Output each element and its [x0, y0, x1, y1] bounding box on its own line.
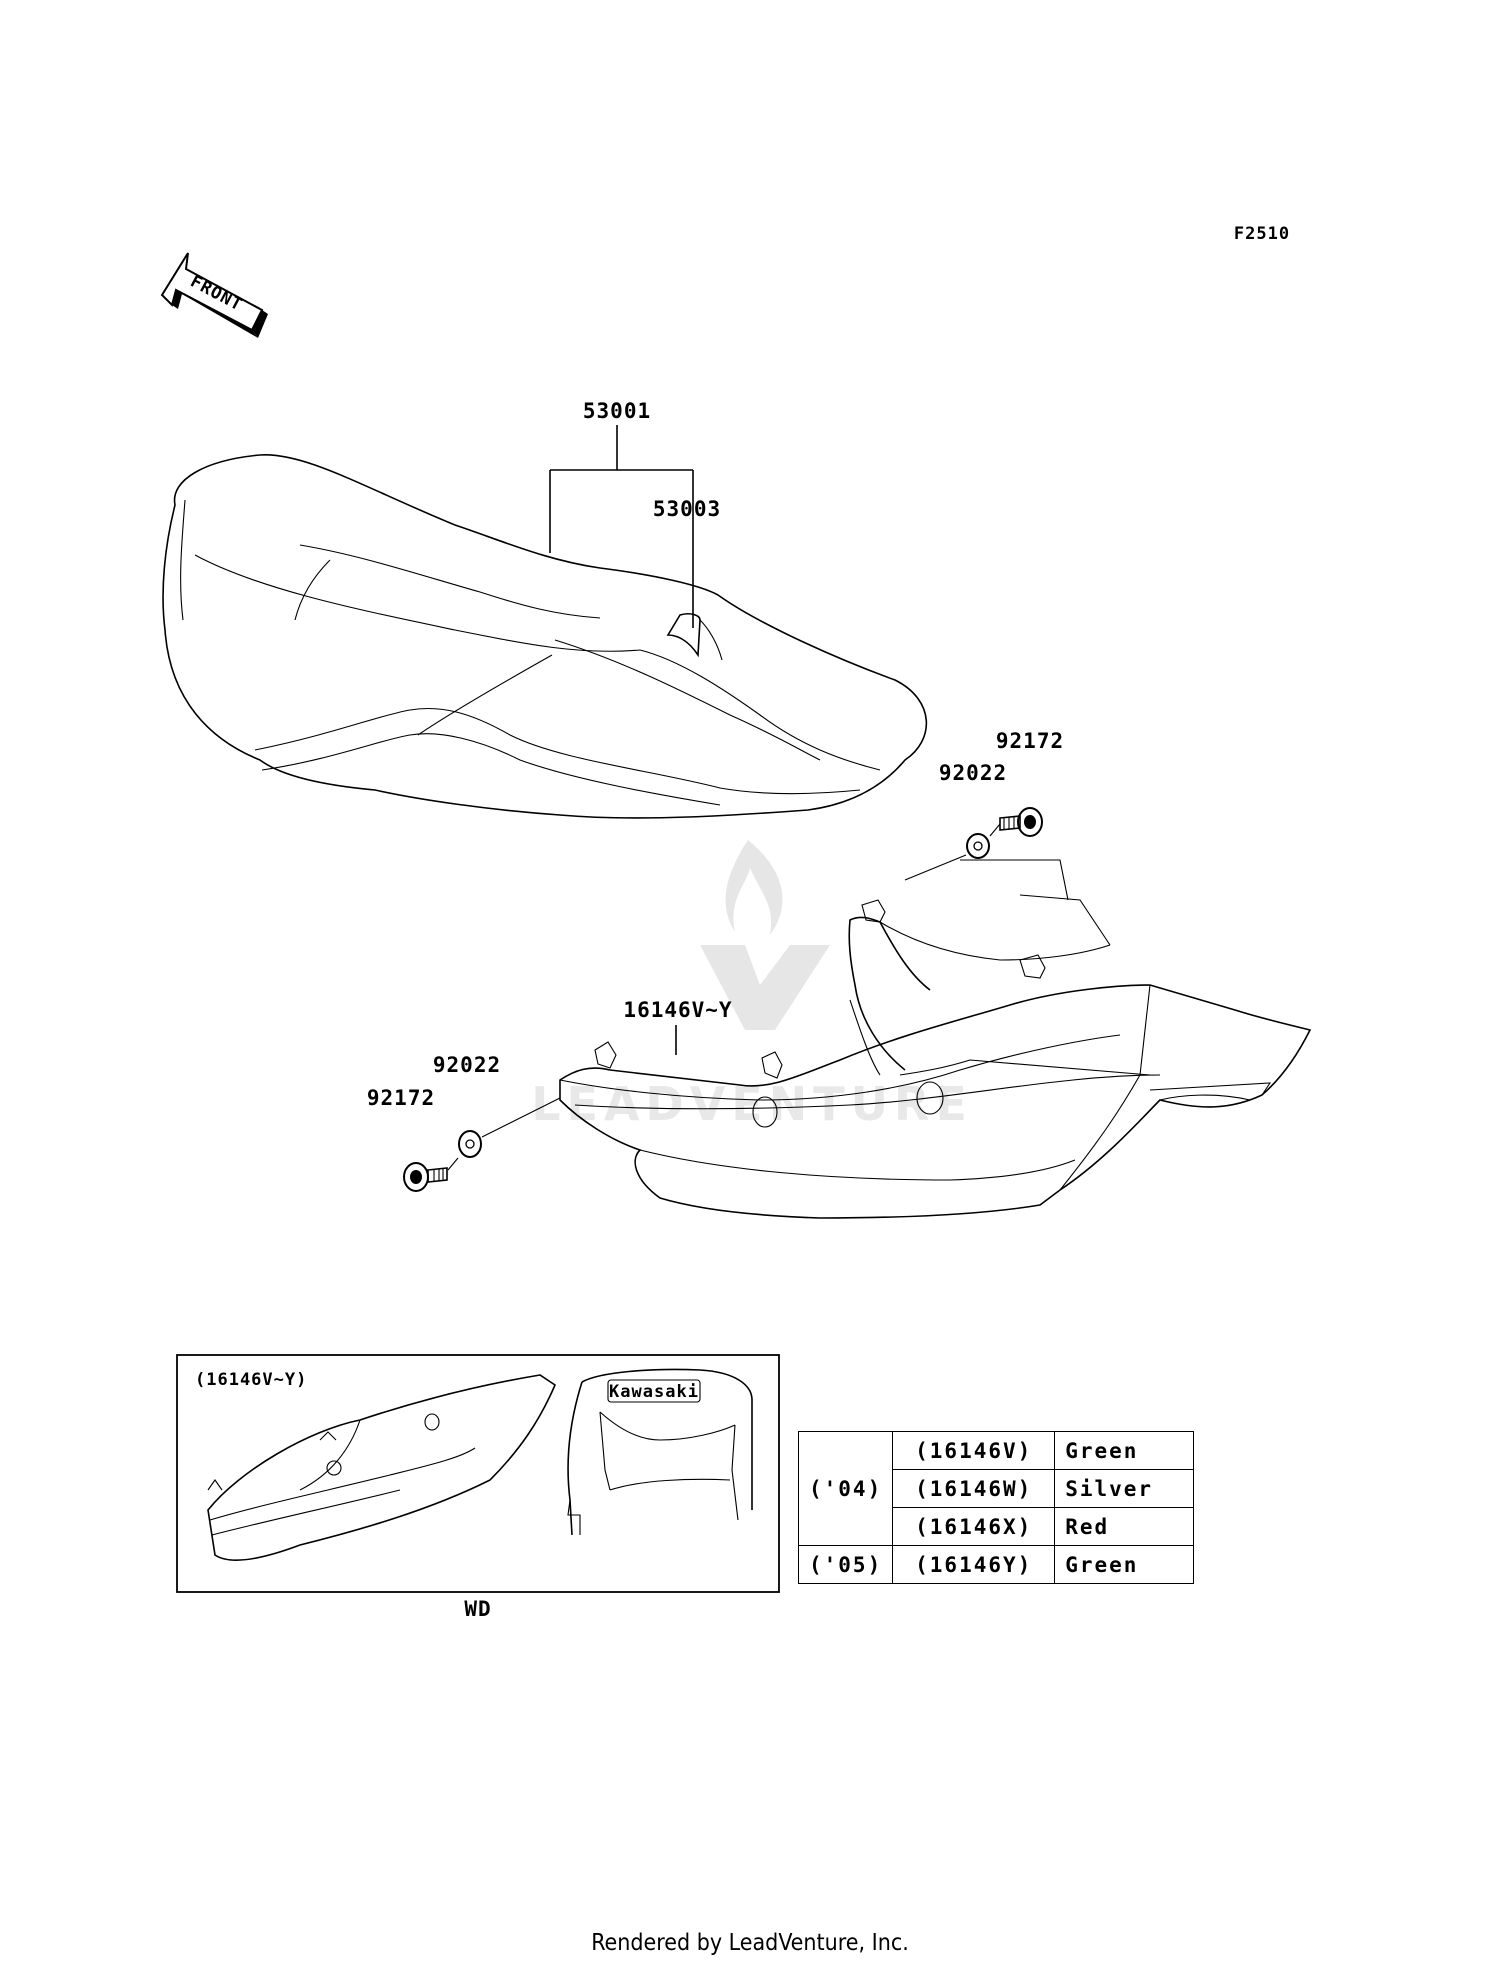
- code-cell: (16146X): [892, 1507, 1056, 1546]
- inset-emblem: Kawasaki: [609, 1382, 699, 1402]
- part-label-washer-left: 92022: [433, 1053, 501, 1077]
- seat-drawing: [162, 454, 928, 819]
- code-cell: (16146W): [892, 1469, 1056, 1508]
- washer-right-icon: [966, 833, 990, 859]
- footer-credit: Rendered by LeadVenture, Inc.: [591, 1930, 909, 1956]
- inset-cover-rear-view: Kawasaki: [567, 1368, 753, 1536]
- color-cell: Green: [1054, 1545, 1195, 1584]
- year-cell: ('04): [797, 1431, 894, 1546]
- bolt-left-icon: [403, 1162, 448, 1192]
- washer-left-icon: [458, 1130, 482, 1158]
- bolt-right-icon: [999, 807, 1043, 837]
- year-cell: ('05): [797, 1545, 894, 1584]
- table-row: ('04) (16146V) Green: [797, 1431, 1195, 1546]
- inset-caption: WD: [464, 1597, 491, 1621]
- part-label-bolt-left: 92172: [367, 1086, 435, 1110]
- inset-box: [176, 1354, 780, 1593]
- side-cover-drawing: [559, 859, 1312, 1219]
- part-label-cover: 16146V~Y: [623, 998, 732, 1022]
- color-cell: Silver: [1054, 1469, 1195, 1508]
- color-table: ('04) (16146V) Green (16146W) Silver (16…: [797, 1431, 1195, 1584]
- inset-title: (16146V~Y): [195, 1370, 307, 1390]
- part-label-bolt-right: 92172: [996, 729, 1064, 753]
- inset-cover-side-view: [207, 1374, 556, 1561]
- table-row: (16146X) Red: [799, 1507, 1195, 1546]
- seat-leader: [549, 425, 694, 628]
- table-row: ('05) (16146Y) Green: [797, 1545, 1195, 1584]
- part-label-seat-sub: 53003: [653, 497, 721, 521]
- code-cell: (16146V): [892, 1431, 1056, 1470]
- figure-code: F2510: [1234, 224, 1290, 244]
- table-row: (16146W) Silver: [799, 1469, 1195, 1508]
- part-label-seat: 53001: [583, 399, 651, 423]
- watermark-logo: LEADVENTURE: [531, 840, 967, 1131]
- color-cell: Red: [1054, 1507, 1195, 1546]
- code-cell: (16146Y): [892, 1545, 1056, 1584]
- color-cell: Green: [1054, 1431, 1195, 1470]
- front-arrow-icon: FRONT: [160, 252, 268, 338]
- part-label-washer-right: 92022: [939, 761, 1007, 785]
